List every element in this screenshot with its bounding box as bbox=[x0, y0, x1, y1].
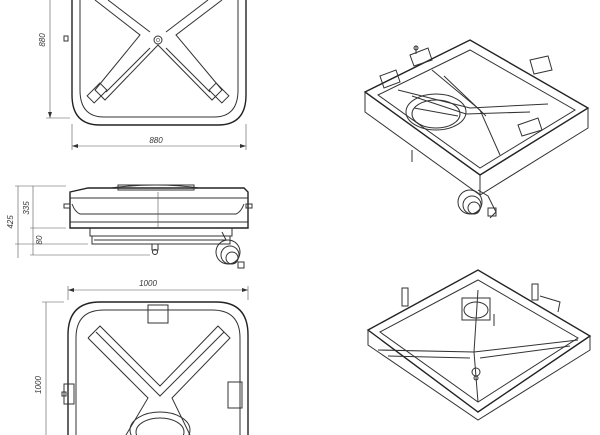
dim-bottom-width: 1000 bbox=[139, 279, 157, 288]
side-elevation-view: 425 335 80 bbox=[6, 184, 253, 269]
dim-side-overall: 425 bbox=[6, 215, 15, 229]
dim-top-width: 880 bbox=[149, 136, 163, 145]
dim-top-height: 880 bbox=[38, 33, 47, 47]
isometric-view-top bbox=[363, 39, 590, 219]
plan-view-bottom: 1000 1000 bbox=[34, 279, 249, 435]
dim-side-body: 335 bbox=[22, 201, 31, 215]
isometric-view-bottom bbox=[366, 269, 592, 421]
dim-bottom-height: 1000 bbox=[34, 376, 43, 394]
dim-side-base: 80 bbox=[35, 235, 44, 244]
plan-view-top: 880 880 bbox=[38, 0, 247, 150]
